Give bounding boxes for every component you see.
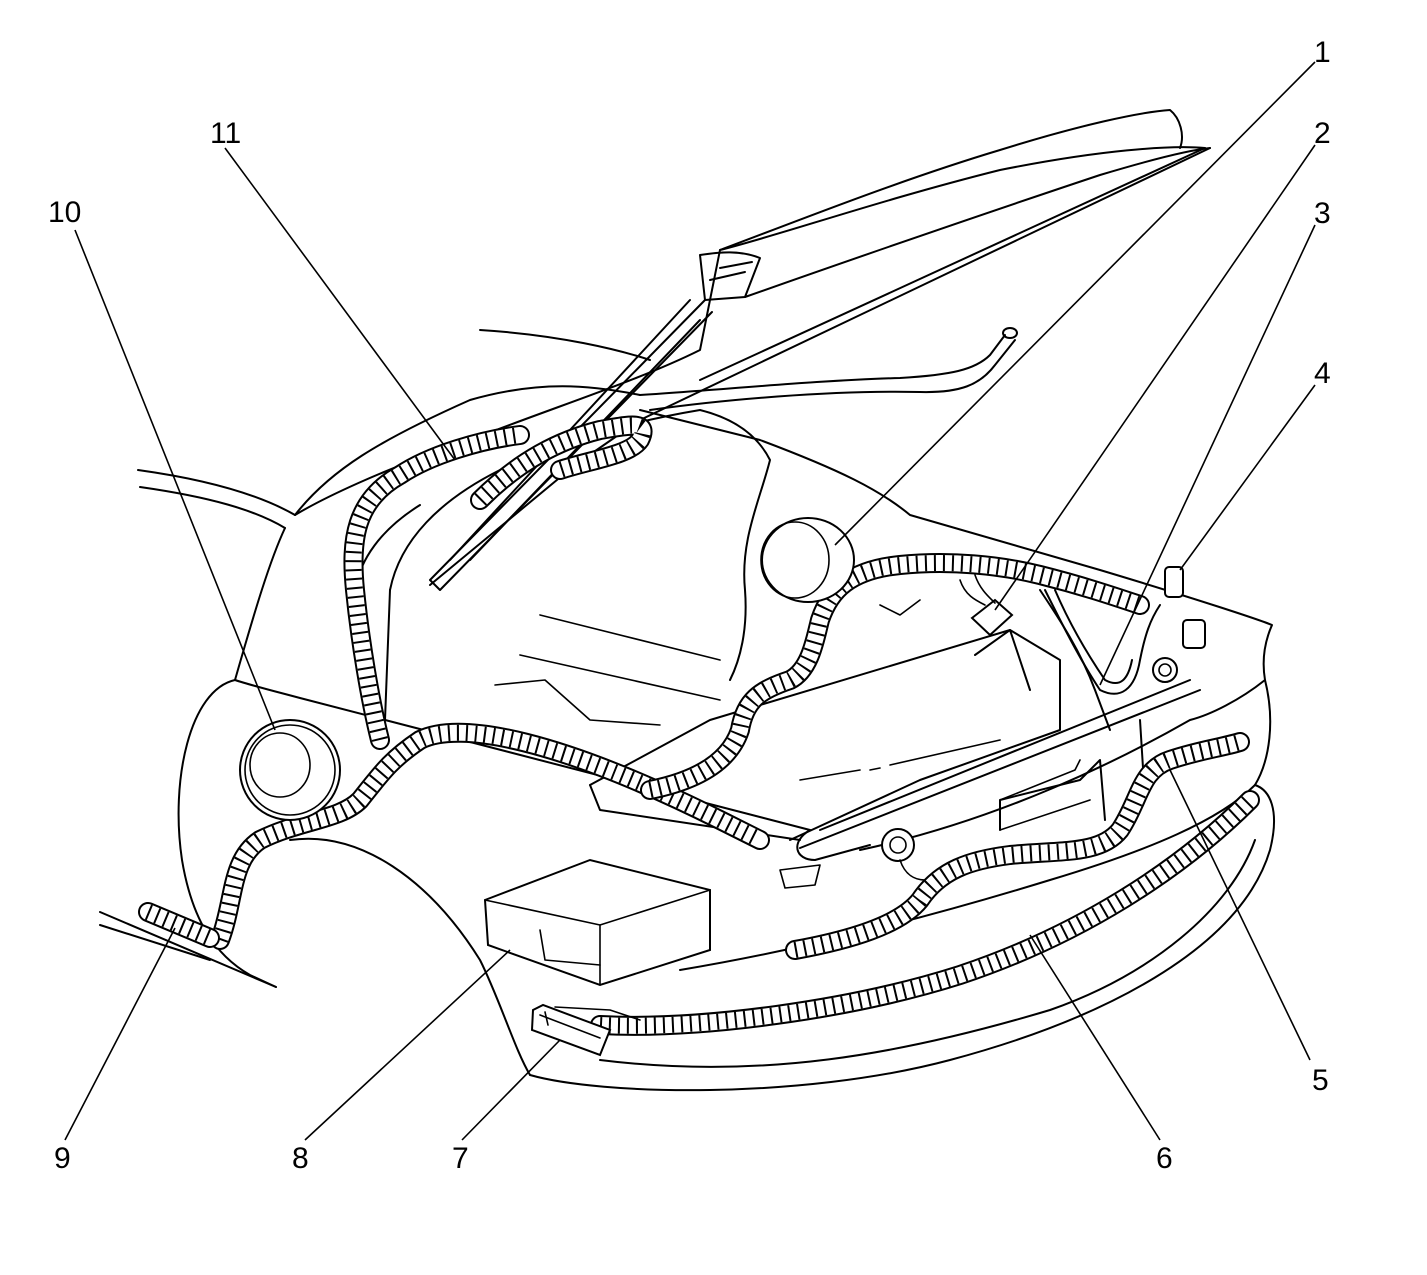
leader-4 bbox=[1179, 384, 1316, 571]
fitting-4 bbox=[1152, 566, 1206, 683]
callout-3: 3 bbox=[1314, 197, 1331, 230]
callout-8: 8 bbox=[292, 1142, 309, 1175]
leader-11 bbox=[224, 147, 456, 461]
trunk-interior bbox=[354, 409, 1146, 841]
vehicle-body bbox=[99, 385, 1275, 1092]
callout-2: 2 bbox=[1314, 117, 1331, 150]
callout-1: 1 bbox=[1314, 36, 1331, 69]
leader-5 bbox=[1169, 769, 1311, 1061]
callout-10: 10 bbox=[48, 196, 81, 229]
callout-4: 4 bbox=[1314, 357, 1331, 390]
leader-lines bbox=[64, 61, 1316, 1141]
callout-5: 5 bbox=[1312, 1064, 1329, 1097]
leader-8 bbox=[304, 949, 511, 1141]
leader-3 bbox=[1099, 224, 1316, 686]
leader-2 bbox=[994, 144, 1316, 611]
components bbox=[239, 517, 1206, 1057]
leader-6 bbox=[1029, 934, 1161, 1141]
leader-1 bbox=[834, 61, 1316, 546]
left-speaker bbox=[239, 719, 341, 821]
callout-11: 11 bbox=[210, 117, 241, 150]
connector-2 bbox=[959, 574, 1014, 637]
wiring-harness bbox=[138, 415, 1260, 1036]
grommet-center bbox=[779, 828, 926, 889]
deck-lid bbox=[294, 109, 1211, 591]
callout-9: 9 bbox=[54, 1142, 71, 1175]
connector-7 bbox=[530, 1003, 641, 1057]
callout-labels: 1 2 3 4 5 6 7 8 9 10 11 bbox=[48, 36, 1331, 1175]
leader-10 bbox=[74, 229, 276, 731]
module-8 bbox=[483, 858, 711, 987]
callout-6: 6 bbox=[1156, 1142, 1173, 1175]
leader-9 bbox=[64, 927, 176, 1141]
leader-7 bbox=[461, 1039, 561, 1141]
callout-7: 7 bbox=[452, 1142, 469, 1175]
right-speaker bbox=[760, 517, 855, 603]
